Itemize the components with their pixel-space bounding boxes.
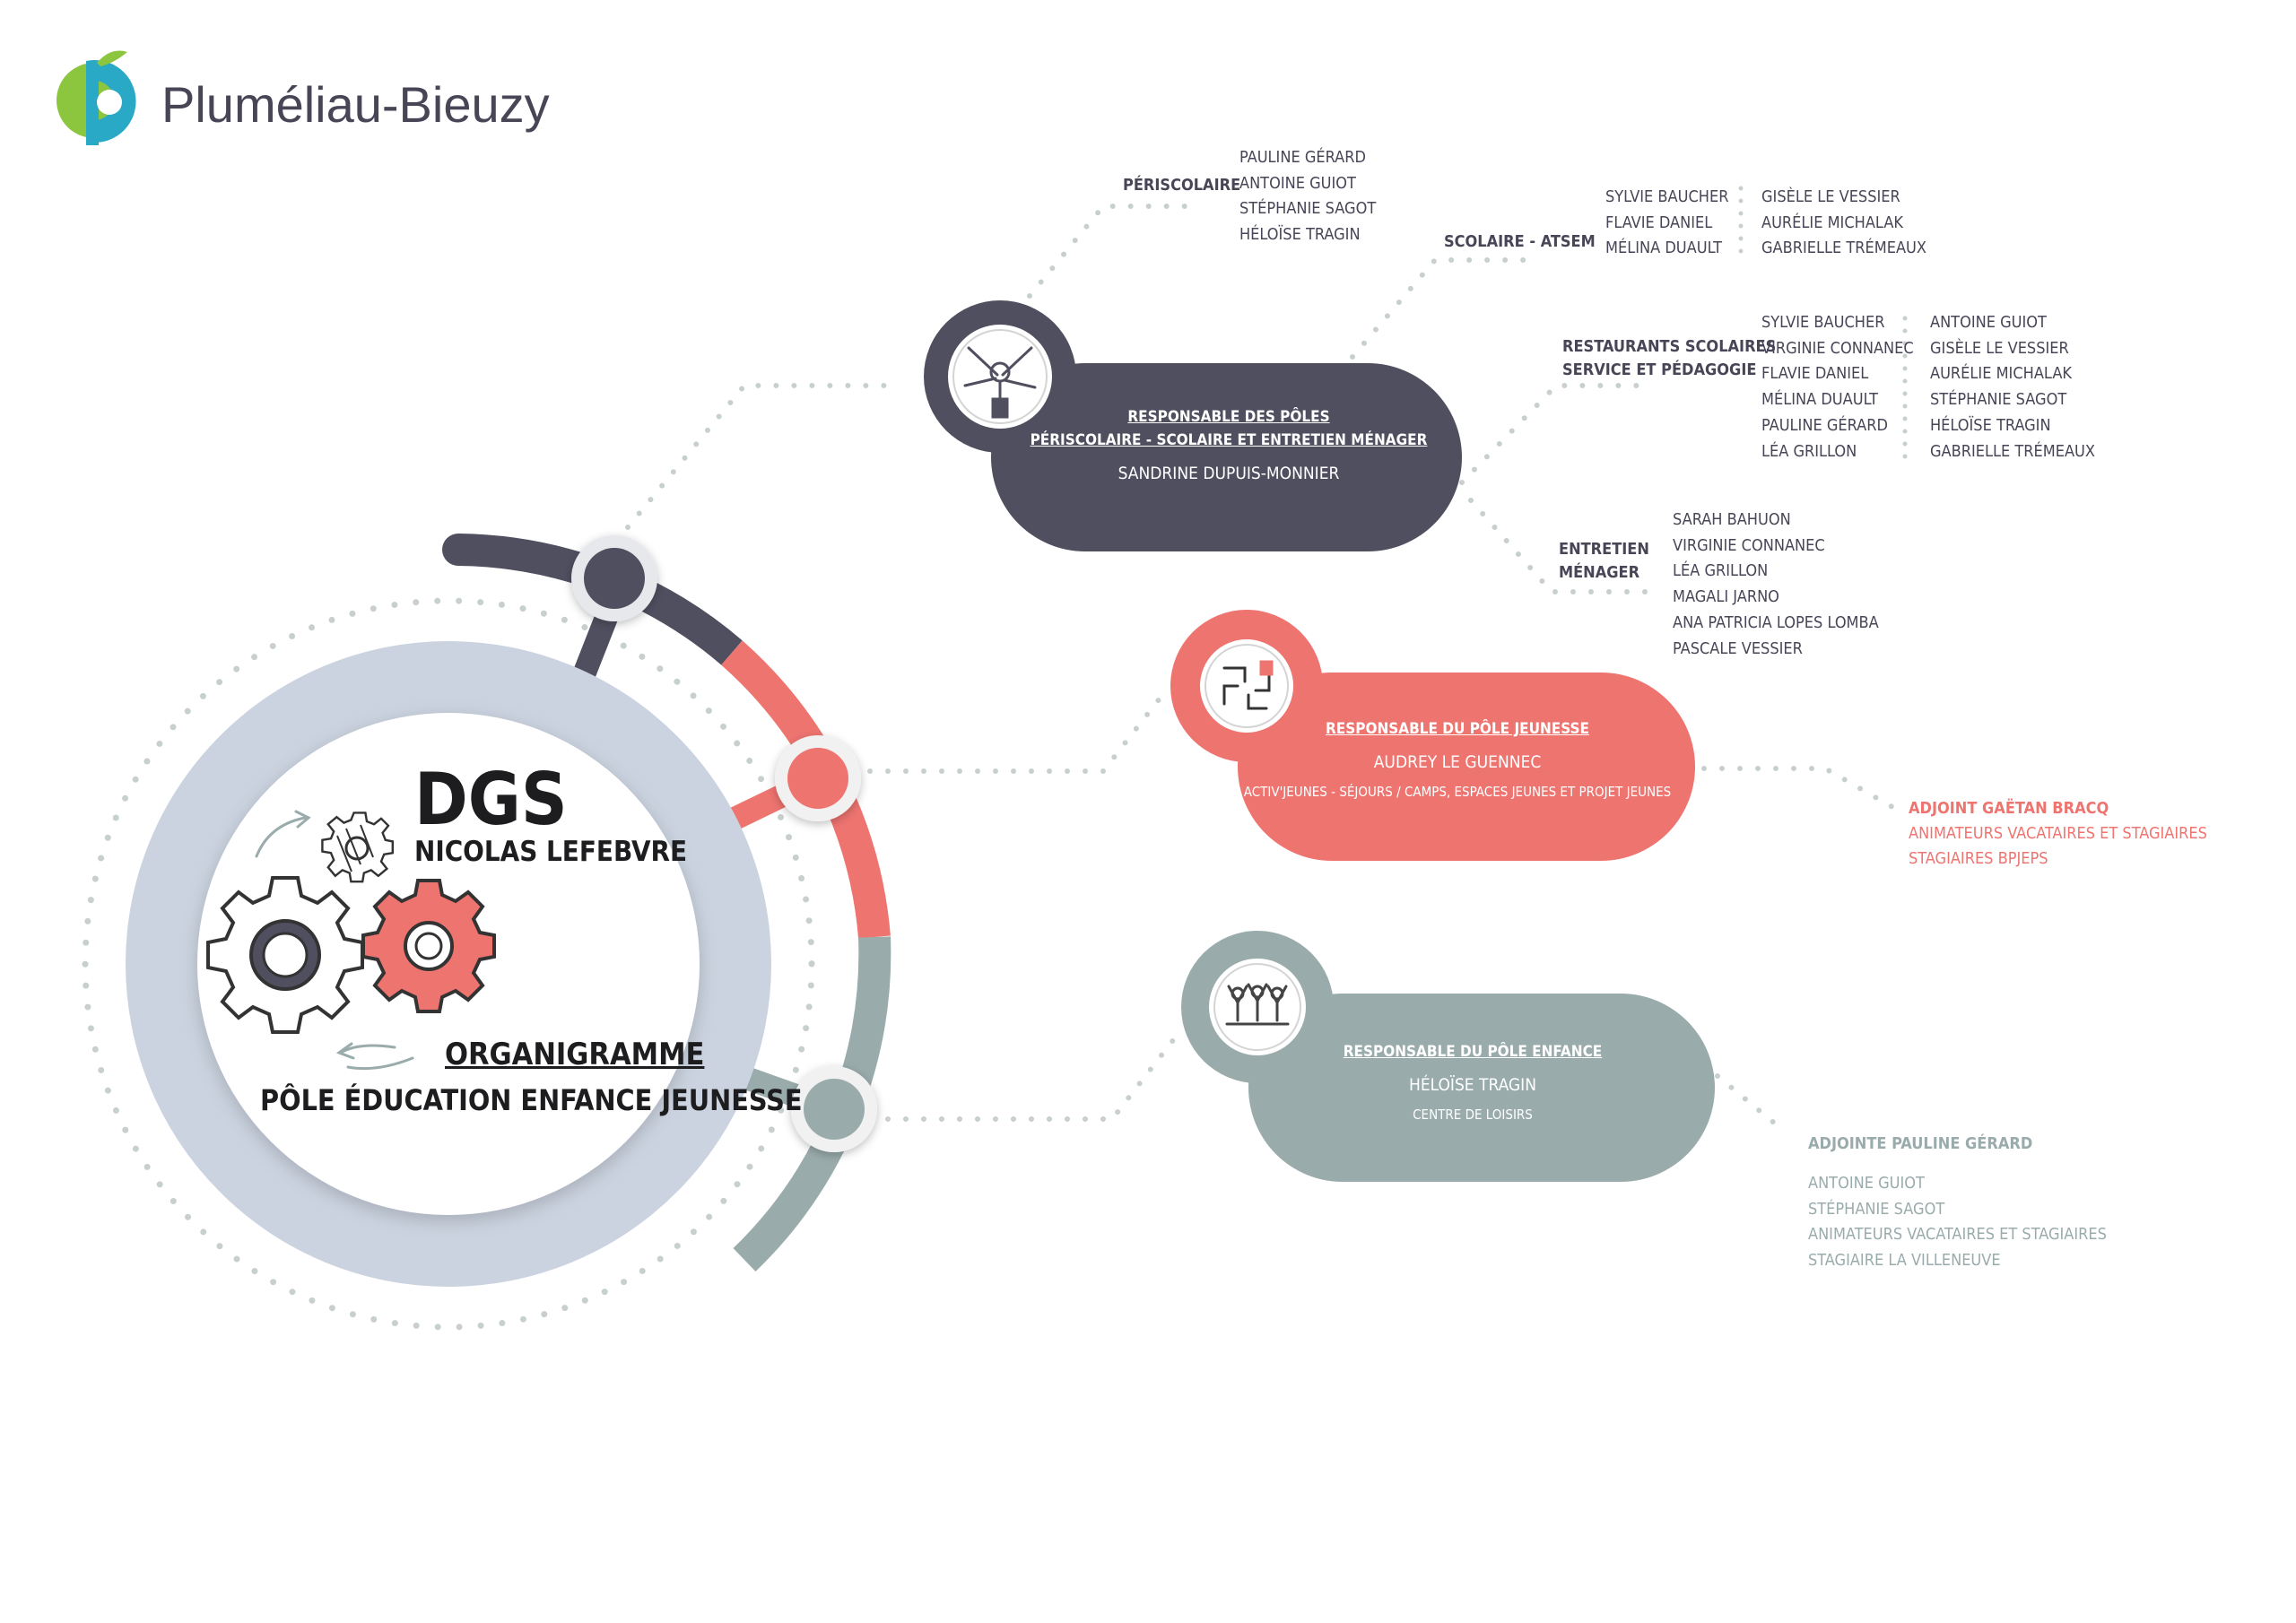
hands-circle-icon bbox=[1222, 660, 1274, 710]
list-item: ANIMATEURS VACATAIRES ET STAGIAIRES bbox=[1808, 1225, 2107, 1245]
list-item: PAULINE GÉRARD bbox=[1239, 148, 1366, 167]
dgs-name: NICOLAS LEFEBVRE bbox=[414, 836, 688, 868]
chart-subtitle: PÔLE ÉDUCATION ENFANCE JEUNESSE bbox=[260, 1083, 803, 1117]
list-item: VIRGINIE CONNANEC bbox=[1673, 535, 1825, 555]
arc-node-dark bbox=[571, 535, 657, 621]
list-item: SYLVIE BAUCHER bbox=[1605, 187, 1729, 206]
coral-team: ADJOINT GAËTAN BRACQ ANIMATEURS VACATAIR… bbox=[1909, 796, 2207, 872]
list-item: VIRGINIE CONNANEC bbox=[1761, 338, 1914, 358]
branch-entretien-label-line1: ENTRETIEN bbox=[1559, 540, 1649, 559]
list-item: HÉLOÏSE TRAGIN bbox=[1930, 415, 2051, 435]
list-item: GISÈLE LE VESSIER bbox=[1761, 187, 1900, 206]
list-item: ANA PATRICIA LOPES LOMBA bbox=[1673, 612, 1879, 632]
pill-dark-role-line2: PÉRISCOLAIRE - SCOLAIRE ET ENTRETIEN MÉN… bbox=[1030, 431, 1428, 449]
grey-team-lead: ADJOINTE PAULINE GÉRARD bbox=[1808, 1134, 2033, 1153]
rotation-arrow-icon bbox=[255, 810, 414, 1071]
list-item: MÉLINA DUAULT bbox=[1605, 239, 1723, 258]
pill-grey-desc: CENTRE DE LOISIRS bbox=[1413, 1107, 1533, 1123]
logo-text: Pluméliau-Bieuzy bbox=[161, 76, 550, 133]
column-separators bbox=[1738, 186, 1908, 464]
pill-grey-name: HÉLOÏSE TRAGIN bbox=[1408, 1075, 1537, 1095]
large-gear-icon bbox=[206, 876, 364, 1034]
list-item: LÉA GRILLON bbox=[1673, 561, 1769, 581]
list-item: MAGALI JARNO bbox=[1673, 587, 1779, 607]
grey-team: ADJOINTE PAULINE GÉRARD ANTOINE GUIOT ST… bbox=[1808, 1132, 2107, 1274]
pill-dark-role-line1: RESPONSABLE DES PÔLES bbox=[1127, 408, 1330, 426]
list-item: STAGIAIRE LA VILLENEUVE bbox=[1808, 1251, 2001, 1271]
coral-gear-icon bbox=[361, 879, 496, 1013]
branch-restaurants-label: RESTAURANTS SCOLAIRES SERVICE ET PÉDAGOG… bbox=[1562, 335, 1776, 382]
list-item: ANIMATEURS VACATAIRES ET STAGIAIRES bbox=[1909, 824, 2207, 843]
branch-restaurants-label-line2: SERVICE ET PÉDAGOGIE bbox=[1562, 360, 1757, 379]
list-item: ANTOINE GUIOT bbox=[1930, 313, 2047, 332]
branch-periscolaire-label: PÉRISCOLAIRE bbox=[1123, 176, 1241, 195]
branch-entretien-label: ENTRETIEN MÉNAGER bbox=[1559, 538, 1649, 585]
list-item: LÉA GRILLON bbox=[1761, 441, 1857, 461]
small-gear-icon bbox=[321, 812, 395, 883]
branch-scolaire-col1: SYLVIE BAUCHER FLAVIE DANIEL MÉLINA DUAU… bbox=[1605, 185, 1728, 262]
list-item: AURÉLIE MICHALAK bbox=[1930, 364, 2073, 384]
pill-coral-desc: ACTIV'JEUNES - SÉJOURS / CAMPS, ESPACES … bbox=[1243, 784, 1672, 800]
pill-coral-role: RESPONSABLE DU PÔLE JEUNESSE bbox=[1326, 720, 1589, 738]
hands-together-icon bbox=[963, 346, 1037, 419]
list-item: STAGIAIRES BPJEPS bbox=[1909, 849, 2048, 868]
connector-lines bbox=[625, 204, 1895, 1134]
list-item: GABRIELLE TRÉMEAUX bbox=[1761, 239, 1926, 258]
list-item: GABRIELLE TRÉMEAUX bbox=[1930, 441, 2095, 461]
pill-coral-content: RESPONSABLE DU PÔLE JEUNESSE AUDREY LE G… bbox=[1238, 717, 1677, 802]
pill-grey-content: RESPONSABLE DU PÔLE ENFANCE HÉLOÏSE TRAG… bbox=[1248, 1040, 1697, 1124]
pill-dark bbox=[924, 300, 1462, 551]
list-item: HÉLOÏSE TRAGIN bbox=[1239, 225, 1361, 245]
dotted-ring bbox=[82, 597, 815, 1331]
arc-node-grey bbox=[791, 1066, 877, 1152]
branch-entretien-members: SARAH BAHUON VIRGINIE CONNANEC LÉA GRILL… bbox=[1673, 508, 1879, 662]
list-item: STÉPHANIE SAGOT bbox=[1808, 1199, 1945, 1219]
branch-periscolaire-members: PAULINE GÉRARD ANTOINE GUIOT STÉPHANIE S… bbox=[1239, 145, 1376, 248]
list-item: FLAVIE DANIEL bbox=[1761, 364, 1869, 384]
logo-mark-icon bbox=[57, 50, 136, 145]
pill-grey-role: RESPONSABLE DU PÔLE ENFANCE bbox=[1343, 1043, 1603, 1061]
list-item: STÉPHANIE SAGOT bbox=[1239, 199, 1377, 219]
branch-scolaire-col2: GISÈLE LE VESSIER AURÉLIE MICHALAK GABRI… bbox=[1761, 185, 1926, 262]
branch-restaurants-col2: ANTOINE GUIOT GISÈLE LE VESSIER AURÉLIE … bbox=[1930, 310, 2095, 464]
branch-restaurants-label-line1: RESTAURANTS SCOLAIRES bbox=[1562, 337, 1777, 356]
dgs-title: DGS bbox=[414, 758, 568, 841]
list-item: ANTOINE GUIOT bbox=[1808, 1174, 1925, 1193]
list-item: FLAVIE DANIEL bbox=[1605, 213, 1713, 232]
branch-scolaire-label: SCOLAIRE - ATSEM bbox=[1444, 232, 1596, 251]
list-item: MÉLINA DUAULT bbox=[1761, 390, 1879, 410]
arc-node-coral bbox=[775, 735, 861, 821]
list-item: SARAH BAHUON bbox=[1673, 510, 1791, 529]
pill-coral-name: AUDREY LE GUENNEC bbox=[1373, 752, 1542, 772]
list-item: GISÈLE LE VESSIER bbox=[1930, 338, 2069, 358]
coral-team-lead: ADJOINT GAËTAN BRACQ bbox=[1909, 799, 2109, 818]
list-item: PAULINE GÉRARD bbox=[1761, 415, 1888, 435]
children-group-icon bbox=[1225, 983, 1290, 1026]
branch-entretien-label-line2: MÉNAGER bbox=[1559, 563, 1640, 582]
pill-dark-content: RESPONSABLE DES PÔLES PÉRISCOLAIRE - SCO… bbox=[1022, 405, 1435, 486]
list-item: PASCALE VESSIER bbox=[1673, 638, 1803, 658]
list-item: SYLVIE BAUCHER bbox=[1761, 313, 1885, 332]
pill-dark-name: SANDRINE DUPUIS-MONNIER bbox=[1118, 464, 1340, 483]
chart-title: ORGANIGRAMME bbox=[445, 1037, 705, 1072]
list-item: STÉPHANIE SAGOT bbox=[1930, 390, 2067, 410]
list-item: ANTOINE GUIOT bbox=[1239, 173, 1356, 193]
branch-restaurants-col1: SYLVIE BAUCHER VIRGINIE CONNANEC FLAVIE … bbox=[1761, 310, 1914, 464]
list-item: AURÉLIE MICHALAK bbox=[1761, 213, 1904, 232]
